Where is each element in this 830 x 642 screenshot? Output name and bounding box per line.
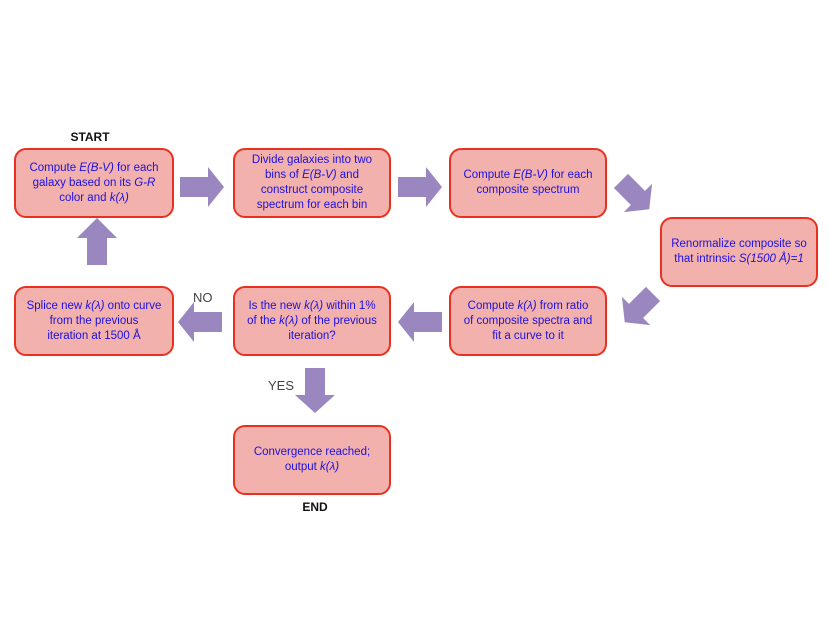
compute-ebv-galaxy-box: Compute E(B-V) for each galaxy based on …	[14, 148, 174, 218]
arrow-splice-to-galaxy	[77, 218, 117, 265]
splice-k-line-1: Splice new k(λ) onto curve	[27, 299, 162, 314]
text-run: for each	[113, 161, 159, 174]
text-run: Compute	[463, 169, 514, 181]
text-run: within 1%	[323, 299, 376, 312]
text-run-italic: k(λ)	[85, 299, 105, 312]
divide-galaxies-box: Divide galaxies into two bins of E(B-V) …	[233, 148, 391, 218]
text-run: Convergence reached;	[253, 446, 371, 458]
text-run: from ratio	[536, 299, 589, 312]
yes-branch-label: YES	[268, 378, 295, 393]
compute-ebv-galaxy-line-3: color and k(λ)	[29, 191, 158, 206]
text-run-italic: k(λ)	[109, 191, 129, 204]
compute-ebv-composite-line-1: Compute E(B-V) for each	[463, 168, 592, 183]
convergence-box: Convergence reached; output k(λ)	[233, 425, 391, 495]
text-run: of the	[247, 314, 280, 327]
arrow-divide-to-composite	[398, 167, 442, 207]
arrow-check-to-convergence	[295, 368, 335, 413]
check-k-line-3: iteration?	[247, 329, 377, 344]
text-run: construct composite	[260, 184, 364, 196]
check-k-line-1: Is the new k(λ) within 1%	[247, 299, 377, 314]
text-run: for each	[547, 169, 593, 181]
compute-k-ratio-line-3: fit a curve to it	[464, 329, 593, 344]
divide-galaxies-line-2: bins of E(B-V) and	[252, 168, 372, 183]
splice-k-line-2: from the previous	[27, 314, 162, 329]
text-run: from the previous	[49, 314, 139, 327]
text-run: onto curve	[104, 299, 162, 312]
start-label: START	[70, 130, 110, 144]
splice-k-line-3: iteration at 1500 Å	[27, 329, 162, 344]
check-k-line-2: of the k(λ) of the previous	[247, 314, 377, 329]
text-run: color and	[59, 191, 110, 204]
text-run: Compute	[467, 299, 518, 312]
compute-ebv-galaxy-line-1: Compute E(B-V) for each	[29, 161, 158, 176]
compute-k-ratio-line-2: of composite spectra and	[464, 314, 593, 329]
text-run-italic: k(λ)	[517, 299, 537, 312]
text-run: iteration at 1500 Å	[47, 329, 141, 342]
text-run: of the previous	[298, 314, 377, 327]
end-label: END	[302, 500, 328, 514]
arrow-composite-to-renormalize	[613, 173, 653, 213]
convergence-line-2: output k(λ)	[254, 460, 370, 475]
text-run-italic: S(1500 Å)=1	[738, 253, 804, 265]
text-run-italic: k(λ)	[304, 299, 324, 312]
text-run-italic: E(B-V)	[79, 161, 114, 174]
splice-k-box: Splice new k(λ) onto curve from the prev…	[14, 286, 174, 356]
text-run-italic: E(B-V)	[513, 169, 548, 181]
divide-galaxies-line-3: construct composite	[252, 183, 372, 198]
text-run: composite spectrum	[476, 184, 580, 196]
text-run: bins of	[265, 169, 303, 181]
compute-k-ratio-box: Compute k(λ) from ratio of composite spe…	[449, 286, 607, 356]
text-run: Is the new	[248, 299, 305, 312]
text-run: galaxy based on its	[32, 176, 135, 189]
text-run-italic: G-R	[134, 176, 156, 189]
arrow-renormalize-to-ratio	[621, 286, 661, 326]
text-run: Splice new	[26, 299, 86, 312]
text-run-italic: E(B-V)	[302, 169, 337, 181]
compute-k-ratio-line-1: Compute k(λ) from ratio	[464, 299, 593, 314]
text-run: output	[284, 461, 321, 473]
renormalize-box: Renormalize composite so that intrinsic …	[660, 217, 818, 287]
compute-ebv-galaxy-line-2: galaxy based on its G-R	[29, 176, 158, 191]
arrow-galaxy-to-divide	[180, 167, 224, 207]
text-run-italic: k(λ)	[320, 461, 340, 473]
text-run: fit a curve to it	[492, 329, 564, 342]
text-run: that intrinsic	[674, 253, 739, 265]
text-run: iteration?	[288, 329, 336, 342]
compute-ebv-composite-line-2: composite spectrum	[463, 183, 592, 198]
text-run-italic: k(λ)	[279, 314, 299, 327]
compute-ebv-composite-box: Compute E(B-V) for each composite spectr…	[449, 148, 607, 218]
convergence-line-1: Convergence reached;	[254, 445, 370, 460]
divide-galaxies-line-4: spectrum for each bin	[252, 198, 372, 213]
text-run: Divide galaxies into two	[251, 154, 373, 166]
renormalize-line-1: Renormalize composite so	[671, 237, 807, 252]
arrow-ratio-to-check	[398, 302, 442, 342]
divide-galaxies-line-1: Divide galaxies into two	[252, 153, 372, 168]
text-run: of composite spectra and	[463, 314, 593, 327]
text-run: and	[336, 169, 359, 181]
text-run: spectrum for each bin	[256, 199, 368, 211]
no-branch-label: NO	[193, 290, 213, 305]
text-run: Renormalize composite so	[671, 238, 807, 250]
check-k-box: Is the new k(λ) within 1% of the k(λ) of…	[233, 286, 391, 356]
renormalize-line-2: that intrinsic S(1500 Å)=1	[671, 252, 807, 267]
text-run: Compute	[29, 161, 80, 174]
arrow-check-to-splice	[178, 302, 222, 342]
